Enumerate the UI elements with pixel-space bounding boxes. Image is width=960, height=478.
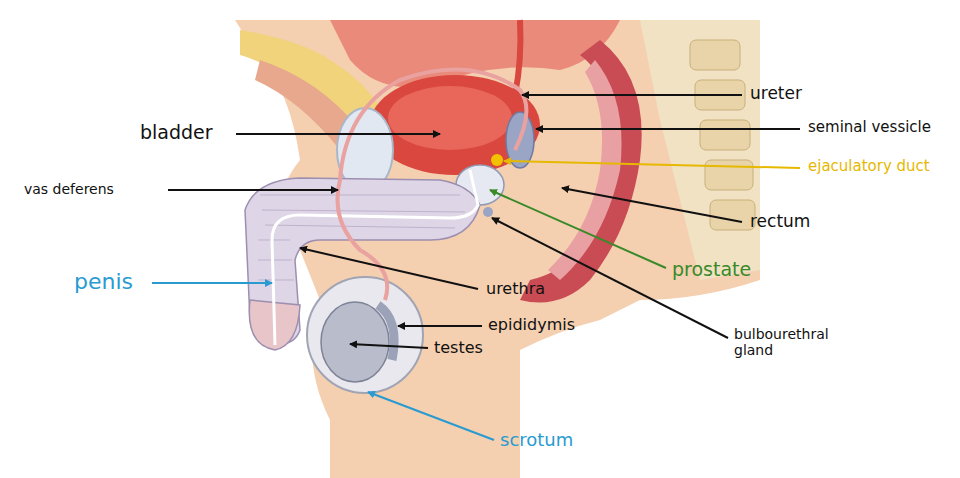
leader-line [168, 189, 338, 191]
part-label: penis [74, 269, 133, 294]
testis [321, 302, 389, 382]
part-label: vas deferens [24, 181, 114, 197]
spine [640, 20, 760, 280]
part-label: testes [434, 339, 483, 357]
rectum-lumen [548, 60, 622, 280]
leader-line [152, 282, 272, 284]
leader-line [368, 392, 494, 440]
ejaculatory-duct-mark [491, 154, 503, 166]
erectile-tissue [258, 195, 465, 280]
bulbourethral-gland-organ [483, 207, 493, 217]
leader-line [350, 344, 428, 348]
part-label: ejaculatory duct [808, 158, 930, 175]
part-label: scrotum [500, 430, 573, 451]
vas-deferens-tube [338, 70, 527, 300]
part-label: urethra [486, 280, 545, 298]
leader-line [562, 188, 742, 222]
part-label: prostate [672, 259, 751, 281]
leader-line [536, 128, 800, 130]
leader-line [504, 161, 800, 168]
part-label: rectum [750, 212, 810, 232]
leader-line [236, 133, 440, 135]
leader-line [300, 248, 478, 289]
part-label: seminal vessicle [808, 119, 931, 136]
bladder-inner [388, 86, 512, 150]
scrotum-sac [307, 277, 423, 393]
vertebrae [690, 40, 755, 230]
ureter-tube [515, 20, 520, 95]
leader-line [522, 94, 742, 96]
part-label: bulbourethral gland [734, 326, 864, 358]
part-label: epididymis [488, 316, 575, 334]
part-label: bladder [140, 122, 213, 144]
epididymis-organ [378, 305, 394, 360]
body-section [235, 20, 760, 478]
leader-line [398, 325, 482, 327]
leader-line [490, 190, 666, 268]
part-label: ureter [750, 84, 802, 104]
